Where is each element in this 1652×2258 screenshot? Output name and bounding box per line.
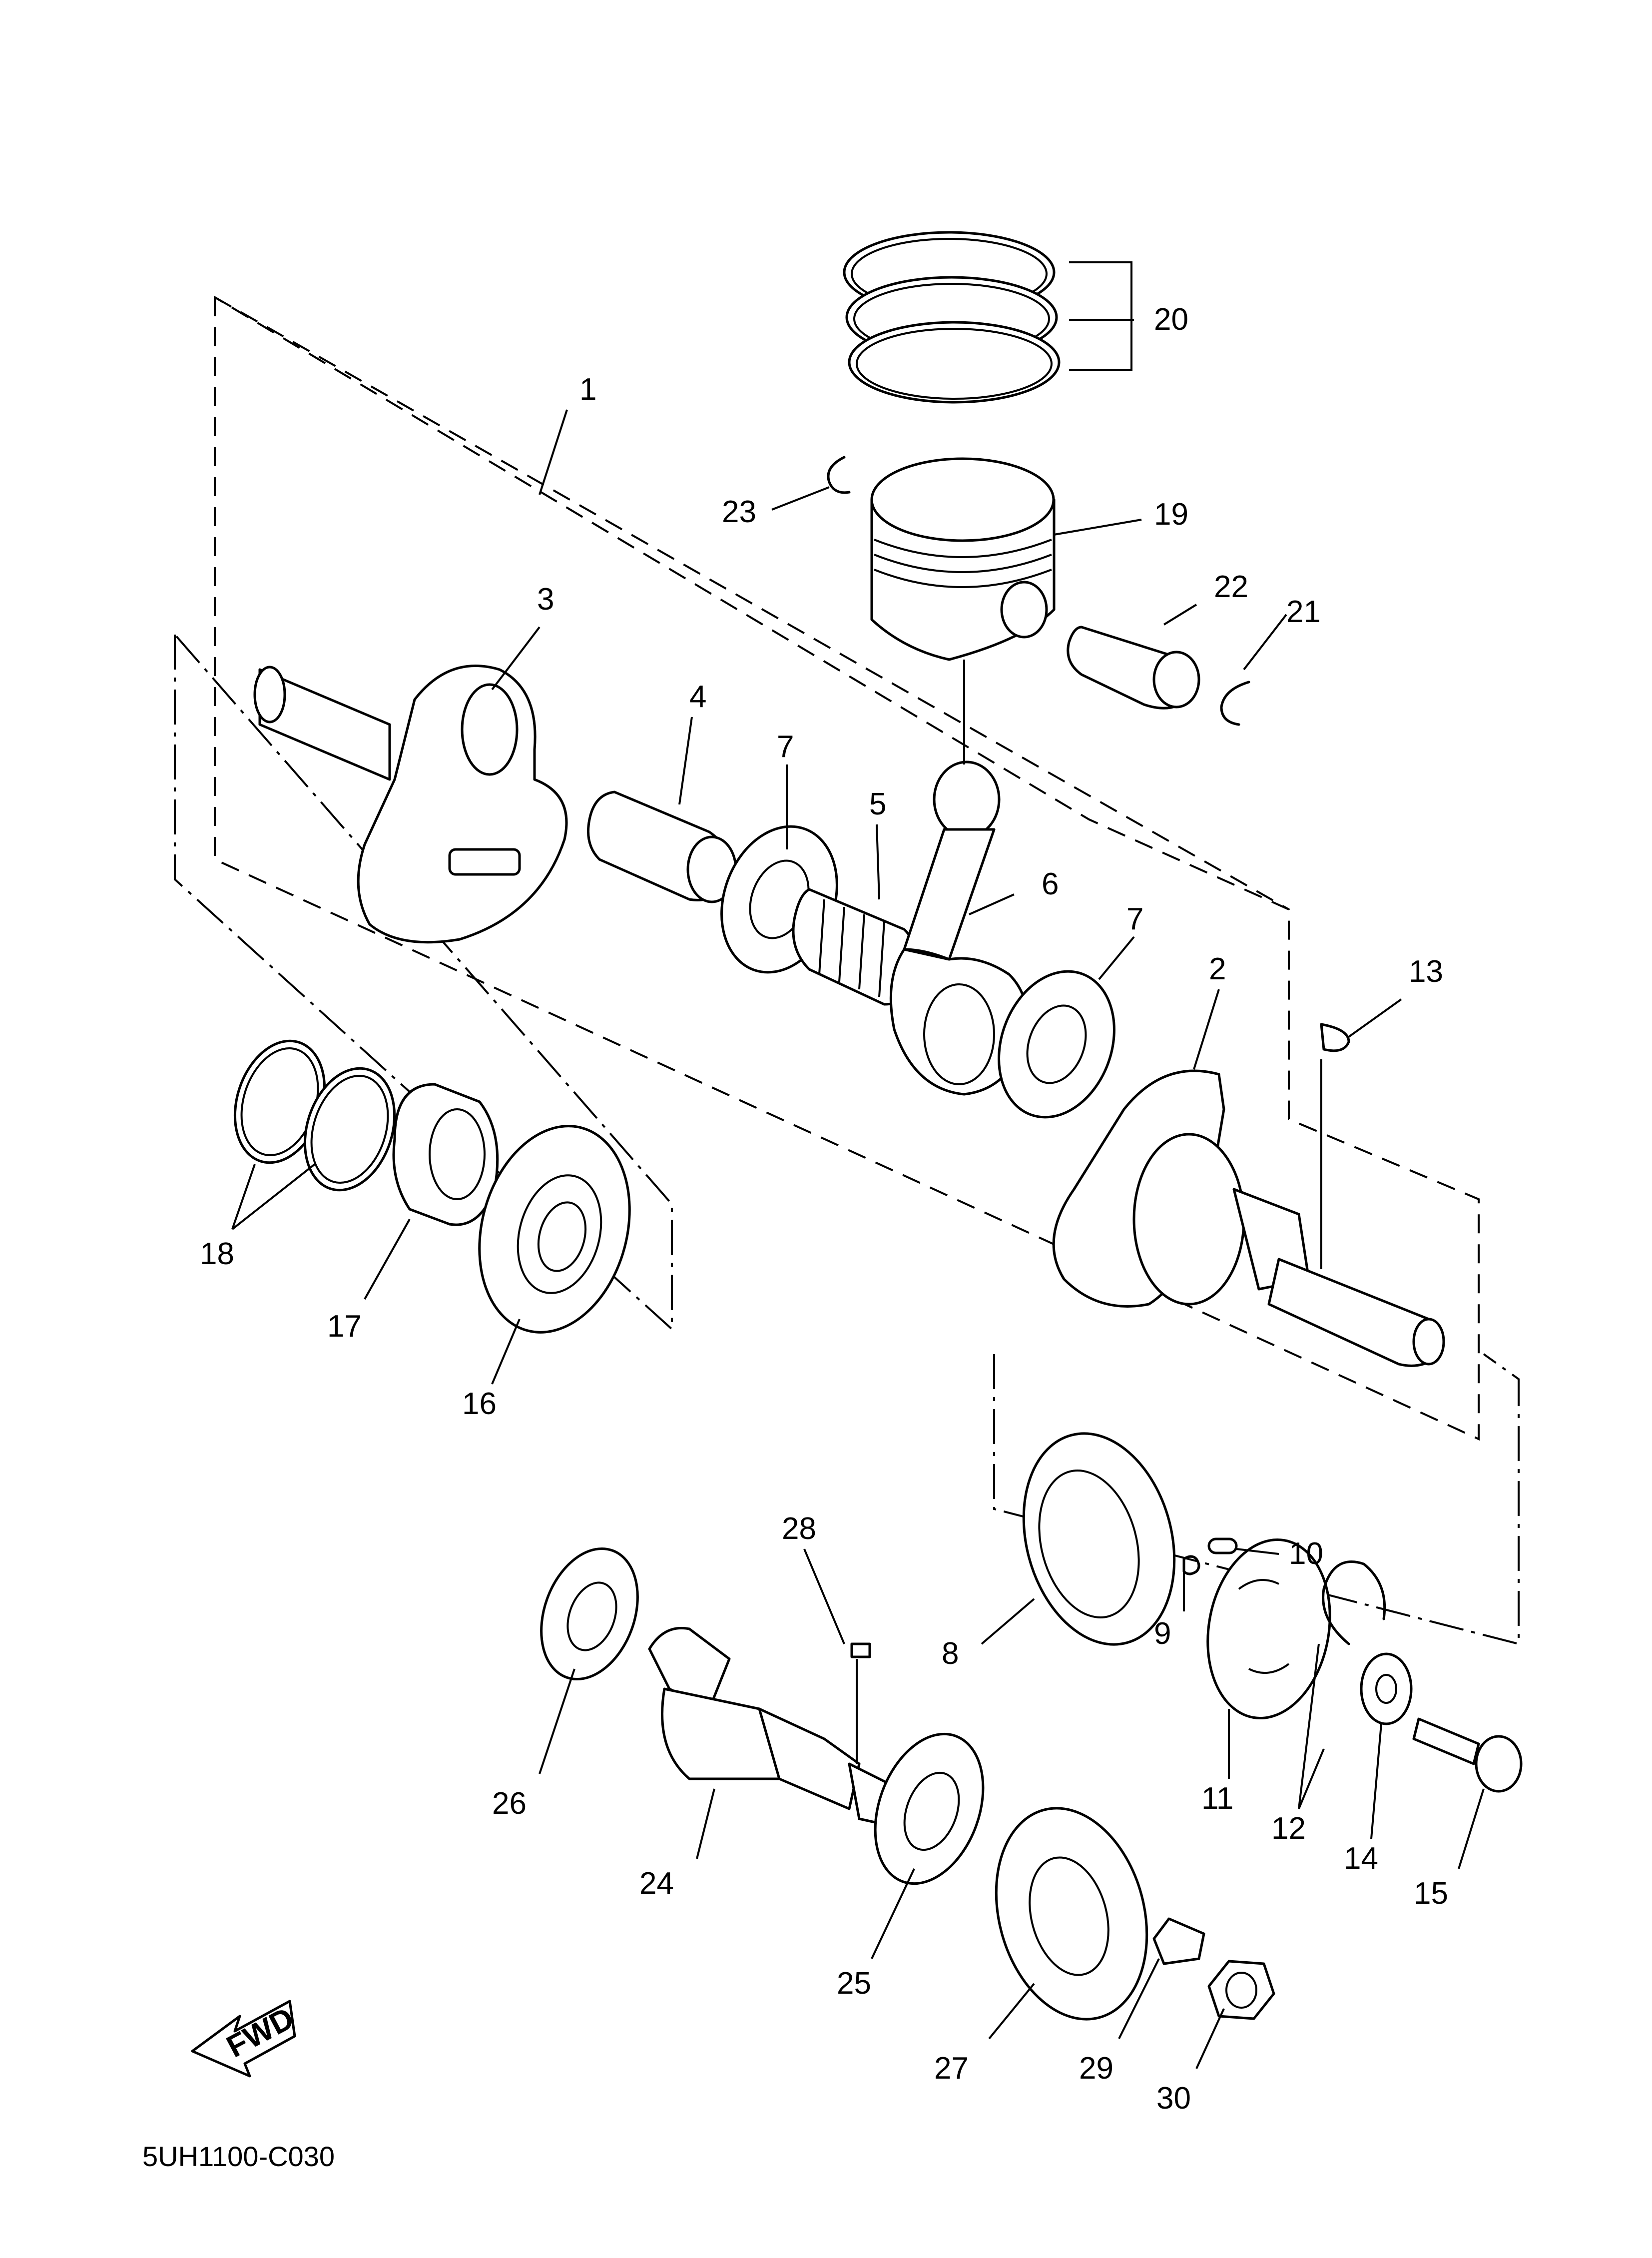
callout-16: 16 [462, 1387, 497, 1421]
circlip [1322, 1560, 1386, 1645]
seal-rings [233, 1039, 396, 1192]
lock-washer [1152, 1917, 1205, 1965]
callout-17: 17 [327, 1309, 362, 1344]
callout-7a: 7 [777, 730, 794, 764]
callout-1: 1 [579, 372, 596, 407]
callout-27: 27 [934, 2051, 969, 2086]
callout-24: 24 [639, 1866, 674, 1901]
leader-lines [231, 261, 1485, 2069]
callout-18: 18 [200, 1237, 234, 1271]
bolt [1412, 1717, 1523, 1793]
callout-8: 8 [942, 1636, 959, 1671]
callout-29: 29 [1079, 2051, 1113, 2086]
nut [1207, 1960, 1275, 2020]
spring [1182, 1555, 1200, 1575]
callout-5: 5 [869, 787, 886, 821]
callout-25: 25 [837, 1966, 871, 2001]
primary-drive-gear [1022, 1432, 1176, 1646]
piston-clip-right [1220, 681, 1250, 726]
diagram-code: 5UH1100-C030 [142, 2141, 335, 2172]
oil-seal [392, 1083, 499, 1226]
callout-14: 14 [1344, 1841, 1378, 1876]
balancer-key [850, 1642, 871, 1658]
crankshaft-assembly-outline [214, 295, 1480, 1441]
callout-13: 13 [1409, 954, 1443, 989]
washer [1360, 1652, 1413, 1725]
crank-left-half [253, 665, 568, 944]
crank-bearing-left [478, 1125, 631, 1334]
callout-30: 30 [1156, 2081, 1191, 2116]
callout-3: 3 [537, 582, 554, 617]
piston-pin [1067, 626, 1200, 710]
balancer-bearing-left [540, 1547, 639, 1681]
plate [1206, 1538, 1331, 1719]
crank-pin [587, 790, 737, 903]
callout-9: 9 [1154, 1616, 1171, 1651]
callout-11: 11 [1201, 1781, 1233, 1816]
piston-clip-left [827, 456, 851, 494]
callout-20: 20 [1154, 302, 1188, 337]
forward-arrow [191, 2000, 296, 2078]
callout-26: 26 [492, 1786, 527, 1821]
callout-15: 15 [1414, 1876, 1448, 1911]
balancer-shaft [648, 1626, 910, 1830]
callout-4: 4 [689, 680, 706, 714]
callout-23: 23 [722, 495, 756, 529]
callout-10: 10 [1289, 1536, 1323, 1571]
balancer-bearing-right [874, 1732, 985, 1885]
crank-right-half [1052, 1069, 1445, 1367]
callout-22: 22 [1214, 570, 1248, 604]
dowel-pin [1207, 1537, 1238, 1554]
callout-28: 28 [782, 1511, 816, 1546]
callout-21: 21 [1286, 595, 1321, 629]
woodruff-key [1320, 1023, 1350, 1052]
piston [870, 457, 1056, 661]
bearing-group-outline [174, 632, 1520, 1645]
callout-numbers: 1 2 3 4 5 6 7 7 8 9 10 11 12 13 14 15 16… [200, 302, 1448, 2116]
callout-12: 12 [1271, 1811, 1306, 1846]
callout-19: 19 [1154, 497, 1188, 532]
connecting-rod [889, 760, 1029, 1096]
callout-6: 6 [1042, 867, 1059, 901]
callout-2: 2 [1209, 952, 1226, 986]
callout-7b: 7 [1126, 902, 1143, 936]
piston-rings [843, 231, 1061, 404]
balancer-driven-gear [995, 1807, 1148, 2021]
thrust-washer-right [998, 970, 1115, 1119]
